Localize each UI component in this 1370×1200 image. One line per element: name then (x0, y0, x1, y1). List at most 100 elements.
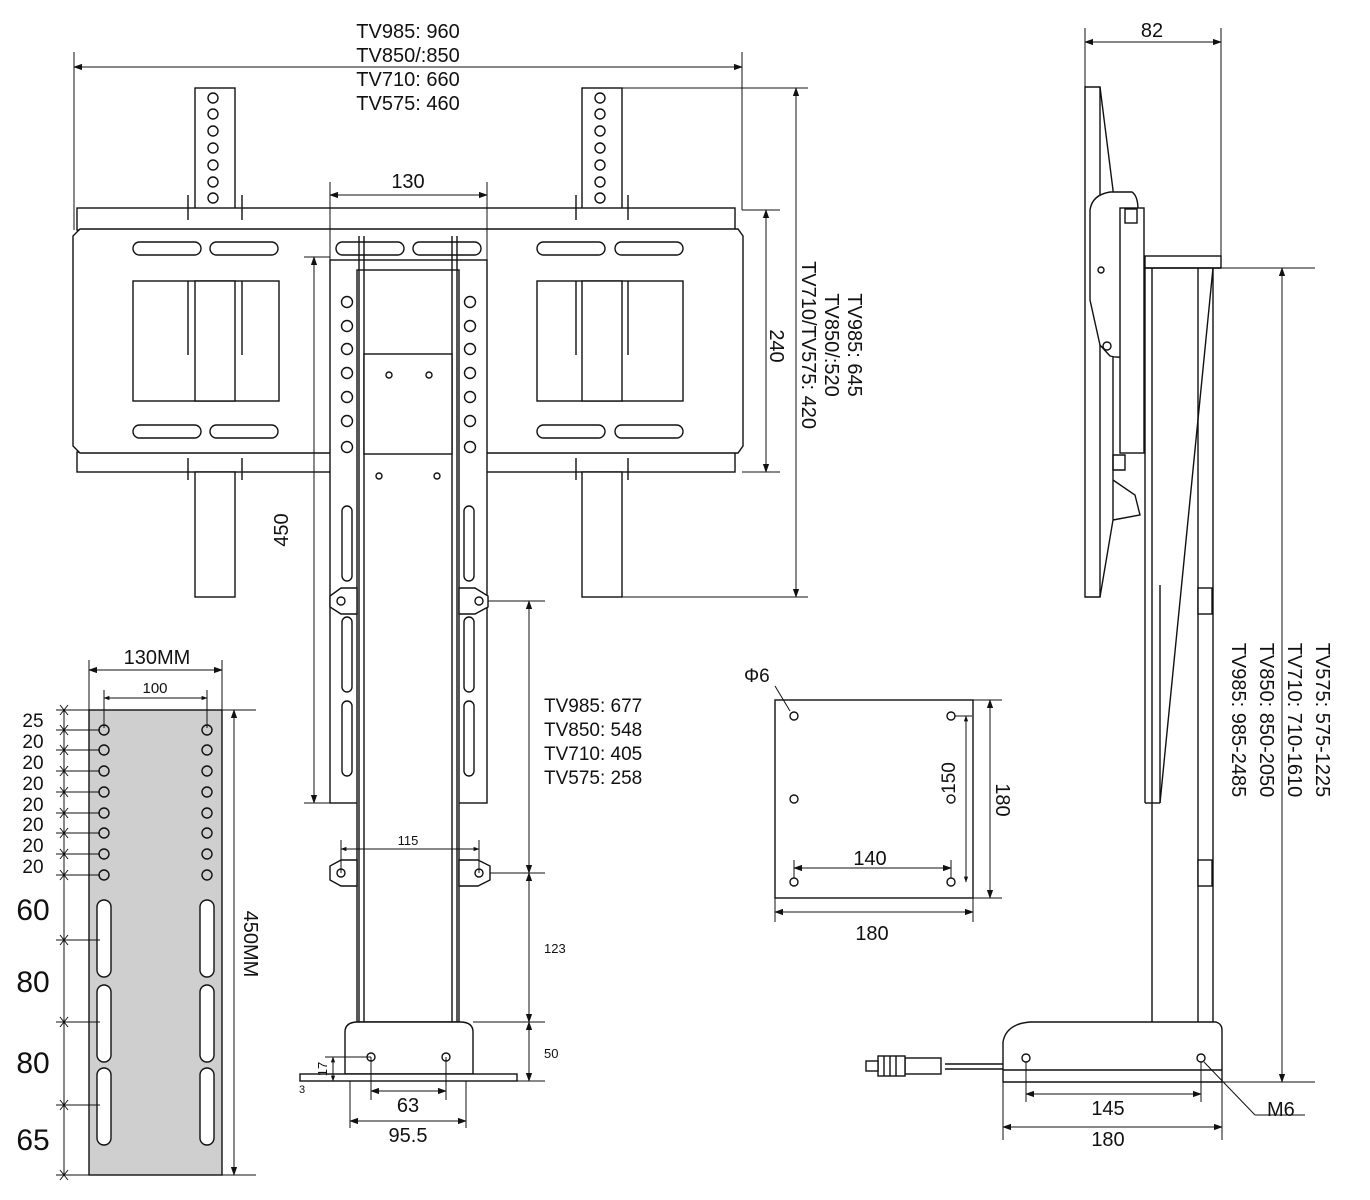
center-bracket (363, 353, 453, 455)
right-ear-upper (458, 587, 489, 615)
spacing-arrow (59, 1169, 69, 1181)
arm-hole (207, 125, 219, 137)
arm-hole (594, 142, 606, 154)
frame-hole (463, 440, 477, 454)
hole-spacing-3: 20 (22, 753, 43, 774)
arm-hole (207, 176, 219, 188)
front-view: TV985: 960 TV850/:850 TV710: 660 TV575: … (72, 21, 865, 1147)
height-label-3: TV710/TV575: 420 (797, 261, 819, 429)
arm-hole (207, 142, 219, 154)
dim-130: 130 (391, 171, 424, 193)
front-base-plate (299, 1073, 518, 1082)
frame-hole (340, 440, 354, 454)
side-base-dim-180: 180 (1091, 1129, 1124, 1151)
side-height-label-2: TV710: 710-1610 (1283, 643, 1305, 798)
frame-hole (463, 319, 477, 333)
frame-hole (340, 342, 354, 356)
right-vesa-arm-middle (581, 280, 623, 402)
top-rail (76, 207, 736, 231)
frame-hole (463, 342, 477, 356)
frame-slots (341, 505, 475, 777)
power-plug (904, 1057, 942, 1075)
column-hole (201, 765, 213, 777)
arm-hole (594, 192, 606, 204)
frame-hole (340, 414, 354, 428)
width-label-2: TV850/:850 (356, 45, 459, 67)
column-hole (201, 869, 213, 881)
plate-dim-150: 150 (939, 762, 960, 794)
screw-label: M6 (1267, 1099, 1295, 1121)
column-hole (201, 848, 213, 860)
travel-label-1: TV985: 677 (544, 696, 642, 717)
spacing-arrow (59, 1016, 69, 1028)
frame-hole (340, 366, 354, 380)
side-height-label-1: TV575: 575-1225 (1311, 643, 1333, 798)
dim-95-5: 95.5 (389, 1125, 428, 1147)
left-vesa-arm-top (194, 87, 236, 211)
column-inner-width-label: 100 (142, 680, 167, 697)
dim-50: 50 (544, 1046, 558, 1061)
travel-label-2: TV850: 548 (544, 720, 642, 741)
arm-hole (594, 125, 606, 137)
left-vesa-arm-bottom (194, 471, 236, 598)
hole-spacing-4: 20 (22, 774, 43, 795)
arm-hole (207, 192, 219, 204)
spacing-arrow (59, 744, 69, 756)
column-hole (201, 807, 213, 819)
side-base (1002, 1021, 1223, 1083)
column-hole (201, 827, 213, 839)
left-ear-upper (329, 587, 358, 615)
spacing-arrow (59, 724, 69, 736)
plate-dim-180-vertical: 180 (991, 783, 1013, 816)
column-width-label: 130MM (124, 647, 191, 669)
dim-450: 450 (271, 513, 293, 546)
arm-hole (207, 108, 219, 120)
spacing-ticks (56, 704, 100, 1181)
arm-hole (594, 92, 606, 104)
frame-hole (463, 366, 477, 380)
dim-63: 63 (397, 1095, 419, 1117)
side-height-label-3: TV850: 850-2050 (1255, 643, 1277, 798)
spacing-arrow (59, 704, 69, 716)
dim-3: 3 (299, 1084, 305, 1096)
width-label-1: TV985: 960 (356, 21, 459, 43)
frame-hole (463, 390, 477, 404)
travel-label-3: TV710: 405 (544, 744, 642, 765)
travel-label-4: TV575: 258 (544, 768, 642, 789)
slot-spacing-2: 80 (16, 966, 49, 999)
dim-115: 115 (398, 833, 419, 848)
hole-spacing-5: 20 (22, 795, 43, 816)
frame-hole (340, 390, 354, 404)
spacing-arrow (59, 827, 69, 839)
side-top-cap (1144, 255, 1222, 269)
left-ear-lower (329, 859, 358, 887)
depth-label: 82 (1141, 20, 1163, 42)
side-height-label-4: TV985: 985-2485 (1227, 643, 1249, 798)
dim-17: 17 (315, 1062, 330, 1076)
arm-hole (594, 108, 606, 120)
side-base-dim-145: 145 (1091, 1098, 1124, 1120)
frame-hole (340, 319, 354, 333)
bracket-plate (1119, 207, 1145, 454)
spacing-arrow (59, 934, 69, 946)
arm-hole (594, 159, 606, 171)
column-hole (201, 744, 213, 756)
arm-hole (594, 176, 606, 188)
side-view: 82 (865, 20, 1333, 1151)
column-slots (96, 899, 215, 1146)
arm-hole (207, 159, 219, 171)
hole-spacing-6: 20 (22, 815, 43, 836)
dim-123: 123 (544, 941, 566, 956)
spacing-arrow (59, 765, 69, 777)
left-vesa-arm-middle (194, 280, 236, 402)
height-label-2: TV850/:520 (820, 293, 842, 396)
hole-spacing-2: 20 (22, 732, 43, 753)
frame-hole (463, 414, 477, 428)
slot-spacing-1: 60 (16, 894, 49, 927)
column-detail: 130MM 100 450MM 25 20 20 20 20 20 20 20 … (16, 647, 261, 1181)
front-base (344, 1021, 474, 1075)
column-hole (201, 786, 213, 798)
frame-hole (463, 295, 477, 309)
plate-dim-180-horizontal: 180 (855, 923, 888, 945)
